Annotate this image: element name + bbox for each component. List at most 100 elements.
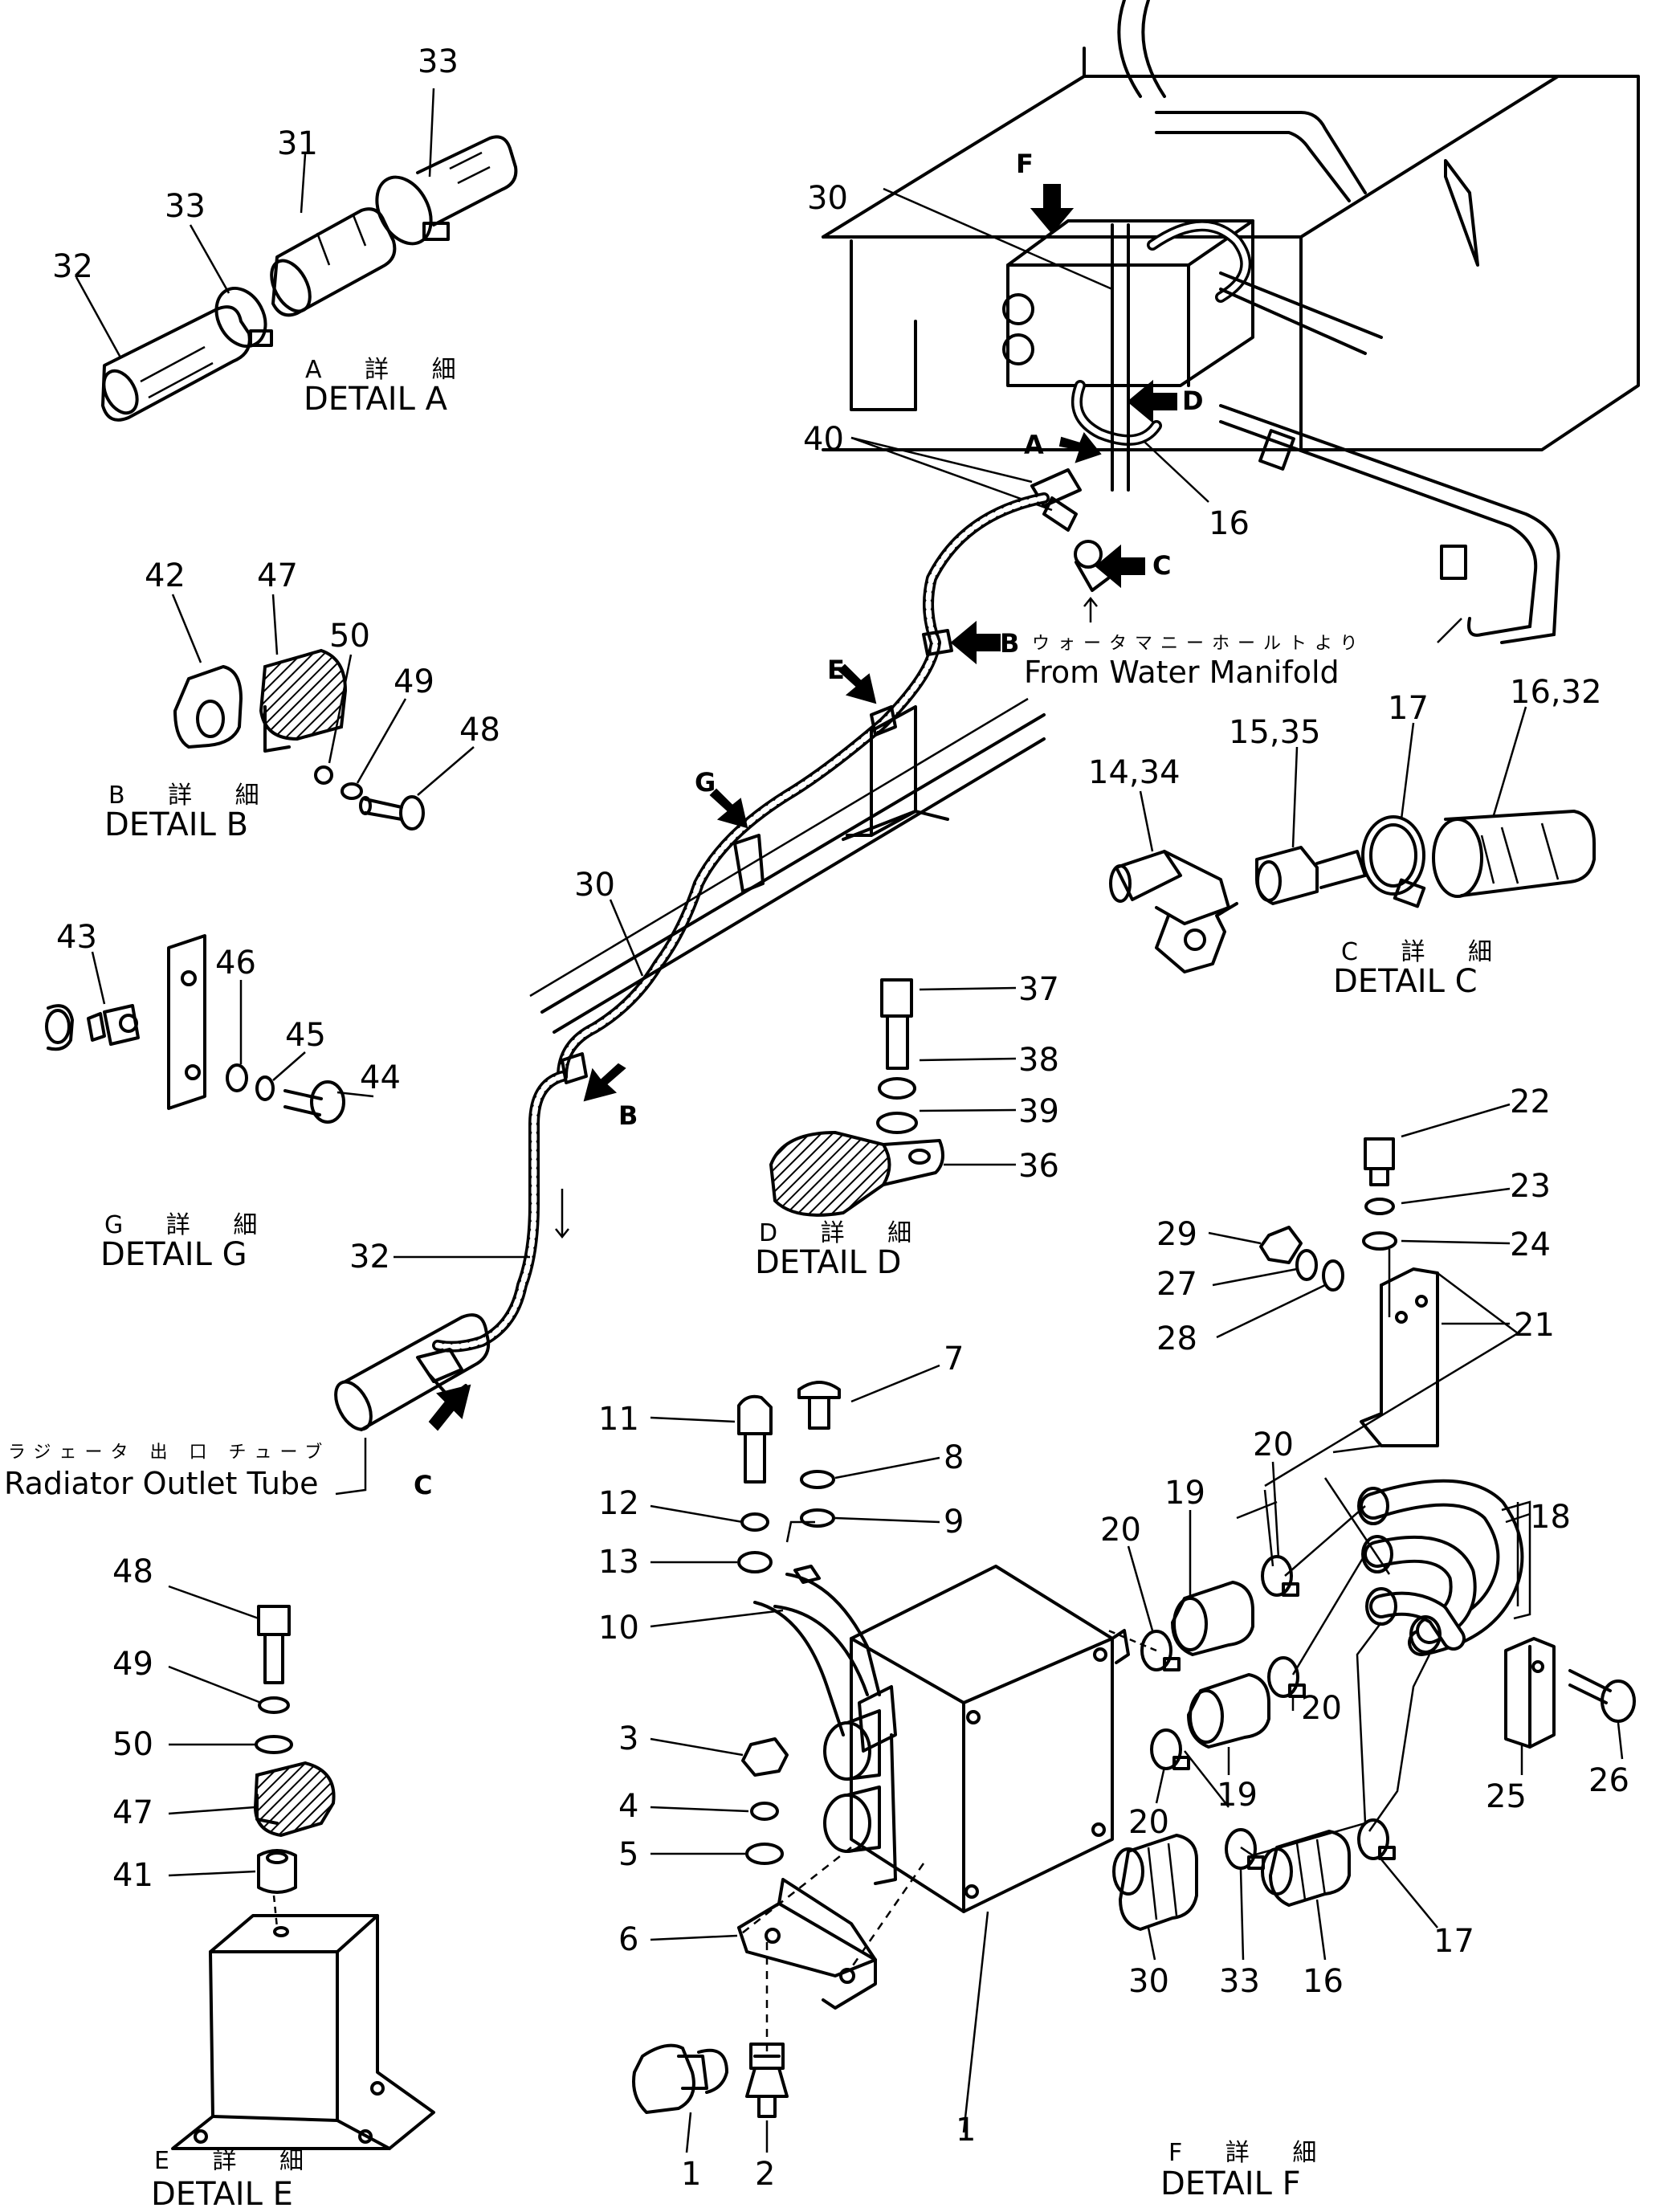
- callout-17: 17: [1388, 690, 1429, 727]
- hose-16-32-detail-c: [1432, 810, 1596, 898]
- callout-17: 17: [1433, 1923, 1474, 1960]
- detail-d-jp: D 詳 細: [759, 1219, 929, 1247]
- callout-3: 3: [618, 1720, 638, 1757]
- view-arrow-c-top: [1095, 544, 1145, 589]
- callout-33: 33: [418, 43, 459, 80]
- view-letter-a: A: [1024, 430, 1044, 460]
- callout-20: 20: [1128, 1804, 1169, 1841]
- washer-28: [1322, 1259, 1344, 1292]
- bolt-44: [283, 1080, 345, 1124]
- lockwasher-12: [740, 1512, 769, 1532]
- detail-d-group: 37 38 39 36 D 詳 細 DETAIL D: [755, 971, 1059, 1281]
- flow-arrow-water: [1083, 596, 1098, 622]
- detail-c-label: DETAIL C: [1333, 963, 1478, 1000]
- detail-a-group: 33 31 33 32 A 詳 細 DETAIL A: [52, 43, 518, 422]
- detail-a-jp: A 詳 細: [305, 356, 474, 384]
- callout-23: 23: [1510, 1168, 1551, 1205]
- callout-33: 33: [165, 188, 206, 225]
- washer-39: [876, 1112, 918, 1134]
- callout-32: 32: [52, 248, 93, 285]
- callout-9: 9: [944, 1504, 964, 1541]
- callout-31: 31: [277, 125, 318, 162]
- lockwasher-8: [800, 1470, 835, 1489]
- callout-11: 11: [598, 1401, 639, 1438]
- callout-20: 20: [1253, 1426, 1294, 1463]
- callout-19: 19: [1164, 1475, 1205, 1512]
- lockwasher-27: [1295, 1249, 1318, 1281]
- callout-28: 28: [1156, 1320, 1197, 1357]
- callout-41: 41: [112, 1857, 153, 1894]
- callout-24: 24: [1510, 1226, 1551, 1263]
- callout-39: 39: [1018, 1093, 1059, 1130]
- callout-6: 6: [618, 1921, 638, 1958]
- note-radiator-jp: ラジェータ 出 口 チューブ: [8, 1443, 330, 1463]
- plate-25: [1504, 1637, 1556, 1749]
- callout-27: 27: [1156, 1266, 1197, 1303]
- callout-37: 37: [1018, 971, 1059, 1008]
- clamp-36: [769, 1130, 944, 1217]
- pipe-31-detail-a: [270, 207, 397, 317]
- callout-8: 8: [944, 1439, 964, 1476]
- detail-d-label: DETAIL D: [755, 1244, 901, 1281]
- clamp-47-detail-e: [253, 1761, 336, 1838]
- heater-unit-top: [1002, 219, 1383, 492]
- view-arrow-f: [1030, 184, 1075, 235]
- callout-36: 36: [1018, 1148, 1059, 1185]
- hose-32-detail-a: [101, 305, 251, 422]
- bolt-22: [1364, 1137, 1395, 1186]
- callout-38: 38: [1018, 1042, 1059, 1079]
- callout-2: 2: [755, 2156, 775, 2193]
- callout-46: 46: [215, 945, 256, 982]
- wire-10a: [753, 1601, 845, 1737]
- hose-30-detail-f: [1112, 1834, 1198, 1931]
- clamp-e: [870, 705, 897, 737]
- callout-29: 29: [1156, 1216, 1197, 1253]
- callout-32: 32: [349, 1239, 390, 1275]
- lockwasher-4: [750, 1802, 779, 1821]
- callout-10: 10: [598, 1610, 639, 1647]
- callout-33: 33: [1219, 1963, 1260, 2000]
- view-arrow-g: [709, 788, 748, 829]
- washer-46: [226, 1063, 248, 1092]
- view-arrow-b-top: [950, 620, 1001, 665]
- detail-e-jp: E 詳 細: [154, 2147, 321, 2175]
- clamp-20-a: [1140, 1630, 1181, 1671]
- washer-24: [1362, 1231, 1397, 1251]
- callout-49: 49: [394, 663, 434, 700]
- washer-13: [737, 1551, 773, 1573]
- callout-12: 12: [598, 1485, 639, 1522]
- callout-16: 16: [1303, 1963, 1344, 2000]
- view-letter-e: E: [827, 655, 845, 685]
- nipple-15-35: [1255, 846, 1367, 905]
- callout-16-32: 16,32: [1510, 674, 1602, 711]
- callout-48: 48: [112, 1553, 153, 1590]
- bolt-37: [880, 978, 913, 1070]
- water-pipe-right: [1219, 404, 1560, 644]
- view-letter-g: G: [695, 767, 716, 798]
- lockwasher-38: [878, 1077, 916, 1100]
- detail-b-label: DETAIL B: [104, 806, 248, 843]
- callout-26: 26: [1588, 1762, 1629, 1799]
- view-letter-f: F: [1016, 149, 1034, 179]
- clamp-hose-33-detail-a: [375, 135, 518, 246]
- view-letter-b-mid: B: [618, 1100, 638, 1131]
- clamp-b-mid: [561, 1052, 588, 1084]
- detail-b-jp: B 詳 細: [108, 782, 277, 810]
- callout-18: 18: [1530, 1499, 1571, 1536]
- drain-valve-2: [745, 2043, 789, 2118]
- callout-20: 20: [1301, 1690, 1342, 1727]
- mount-block-e: [171, 1914, 435, 2150]
- lockwasher-23: [1364, 1198, 1395, 1215]
- detail-g-jp: G 詳 細: [104, 1211, 275, 1239]
- clamp-20-b: [1261, 1555, 1299, 1597]
- callout-30: 30: [574, 867, 615, 904]
- callout-4: 4: [618, 1788, 638, 1825]
- spacer-41: [257, 1849, 297, 1894]
- clamp-17-detail-f: [1357, 1818, 1396, 1860]
- fitting-43: [45, 1004, 140, 1051]
- heater-box-1: [823, 1565, 1130, 1913]
- detail-c-jp: C 詳 細: [1341, 938, 1510, 966]
- bolt-26: [1568, 1669, 1636, 1723]
- detail-a-label: DETAIL A: [304, 381, 448, 418]
